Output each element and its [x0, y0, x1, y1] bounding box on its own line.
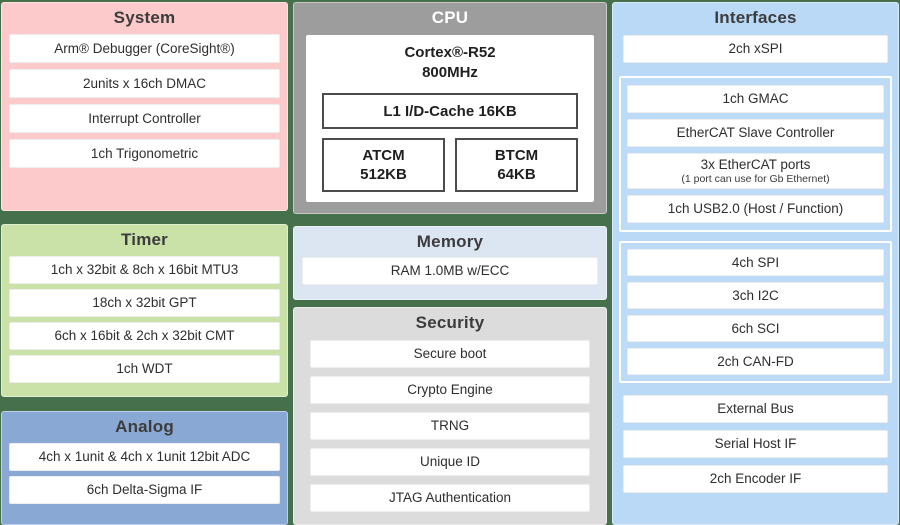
security-item-trng: TRNG	[310, 412, 590, 440]
cpu-atcm-name: ATCM	[362, 147, 405, 164]
interfaces-item-gmac: 1ch GMAC	[627, 85, 884, 113]
security-item-unique-id: Unique ID	[310, 448, 590, 476]
block-system: System Arm® Debugger (CoreSight®) 2units…	[1, 2, 288, 211]
cpu-atcm: ATCM 512KB	[322, 138, 445, 192]
block-security: Security Secure boot Crypto Engine TRNG …	[293, 307, 607, 525]
cpu-core-panel: Cortex®-R52 800MHz L1 I/D-Cache 16KB ATC…	[306, 35, 594, 202]
block-memory: Memory RAM 1.0MB w/ECC	[293, 226, 607, 300]
interfaces-bottom-rows: External Bus Serial Host IF 2ch Encoder …	[613, 395, 898, 493]
interfaces-item-ethercat-ports-note: (1 port can use for Gb Ethernet)	[681, 173, 830, 185]
system-rows: Arm® Debugger (CoreSight®) 2units x 16ch…	[2, 32, 287, 168]
security-title: Security	[415, 313, 485, 332]
cpu-l1-cache: L1 I/D-Cache 16KB	[322, 93, 578, 129]
security-rows: Secure boot Crypto Engine TRNG Unique ID…	[294, 337, 606, 512]
analog-title: Analog	[115, 417, 174, 436]
block-analog: Analog 4ch x 1unit & 4ch x 1unit 12bit A…	[1, 411, 288, 525]
interfaces-item-canfd: 2ch CAN-FD	[627, 348, 884, 375]
timer-item-cmt: 6ch x 16bit & 2ch x 32bit CMT	[9, 322, 280, 350]
interfaces-ethernet-group: 1ch GMAC EtherCAT Slave Controller 3x Et…	[619, 76, 892, 232]
memory-title: Memory	[416, 232, 484, 251]
system-title: System	[113, 8, 176, 27]
cpu-tcm-row: ATCM 512KB BTCM 64KB	[322, 138, 578, 192]
interfaces-item-usb: 1ch USB2.0 (Host / Function)	[627, 195, 884, 223]
cpu-core-name: Cortex®-R52	[404, 44, 496, 61]
cpu-core-frequency: 800MHz	[422, 64, 478, 81]
security-item-jtag-auth: JTAG Authentication	[310, 484, 590, 512]
interfaces-item-serial-host: Serial Host IF	[623, 430, 888, 458]
interfaces-title: Interfaces	[714, 8, 797, 27]
interfaces-item-xspi: 2ch xSPI	[623, 35, 888, 63]
timer-title: Timer	[121, 230, 168, 249]
block-cpu: CPU Cortex®-R52 800MHz L1 I/D-Cache 16KB…	[293, 2, 607, 214]
interfaces-item-ethercat-slave: EtherCAT Slave Controller	[627, 119, 884, 147]
interfaces-item-i2c: 3ch I2C	[627, 282, 884, 309]
block-timer: Timer 1ch x 32bit & 8ch x 16bit MTU3 18c…	[1, 224, 288, 397]
block-interfaces: Interfaces 2ch xSPI 1ch GMAC EtherCAT Sl…	[612, 2, 899, 525]
analog-rows: 4ch x 1unit & 4ch x 1unit 12bit ADC 6ch …	[2, 441, 287, 504]
interfaces-item-ethercat-ports: 3x EtherCAT ports (1 port can use for Gb…	[627, 153, 884, 189]
cpu-btcm: BTCM 64KB	[455, 138, 578, 192]
system-item-arm-debugger: Arm® Debugger (CoreSight®)	[9, 34, 280, 63]
security-item-secure-boot: Secure boot	[310, 340, 590, 368]
timer-item-gpt: 18ch x 32bit GPT	[9, 289, 280, 317]
analog-item-adc: 4ch x 1unit & 4ch x 1unit 12bit ADC	[9, 443, 280, 471]
cpu-title: CPU	[431, 8, 469, 27]
timer-rows: 1ch x 32bit & 8ch x 16bit MTU3 18ch x 32…	[2, 254, 287, 383]
cpu-btcm-name: BTCM	[494, 147, 539, 164]
cpu-atcm-size: 512KB	[360, 166, 407, 183]
system-item-interrupt-controller: Interrupt Controller	[9, 104, 280, 133]
interfaces-item-spi: 4ch SPI	[627, 249, 884, 276]
cpu-btcm-size: 64KB	[497, 166, 536, 183]
memory-rows: RAM 1.0MB w/ECC	[294, 256, 606, 285]
interfaces-item-sci: 6ch SCI	[627, 315, 884, 342]
timer-item-wdt: 1ch WDT	[9, 355, 280, 383]
security-item-crypto-engine: Crypto Engine	[310, 376, 590, 404]
interfaces-item-external-bus: External Bus	[623, 395, 888, 423]
analog-item-delta-sigma: 6ch Delta-Sigma IF	[9, 476, 280, 504]
interfaces-item-ethercat-ports-label: 3x EtherCAT ports	[700, 157, 811, 172]
interfaces-item-encoder: 2ch Encoder IF	[623, 465, 888, 493]
timer-item-mtu3: 1ch x 32bit & 8ch x 16bit MTU3	[9, 256, 280, 284]
system-item-trigonometric: 1ch Trigonometric	[9, 139, 280, 168]
interfaces-serial-group: 4ch SPI 3ch I2C 6ch SCI 2ch CAN-FD	[619, 241, 892, 383]
memory-item-ram: RAM 1.0MB w/ECC	[302, 257, 598, 285]
system-item-dmac: 2units x 16ch DMAC	[9, 69, 280, 98]
